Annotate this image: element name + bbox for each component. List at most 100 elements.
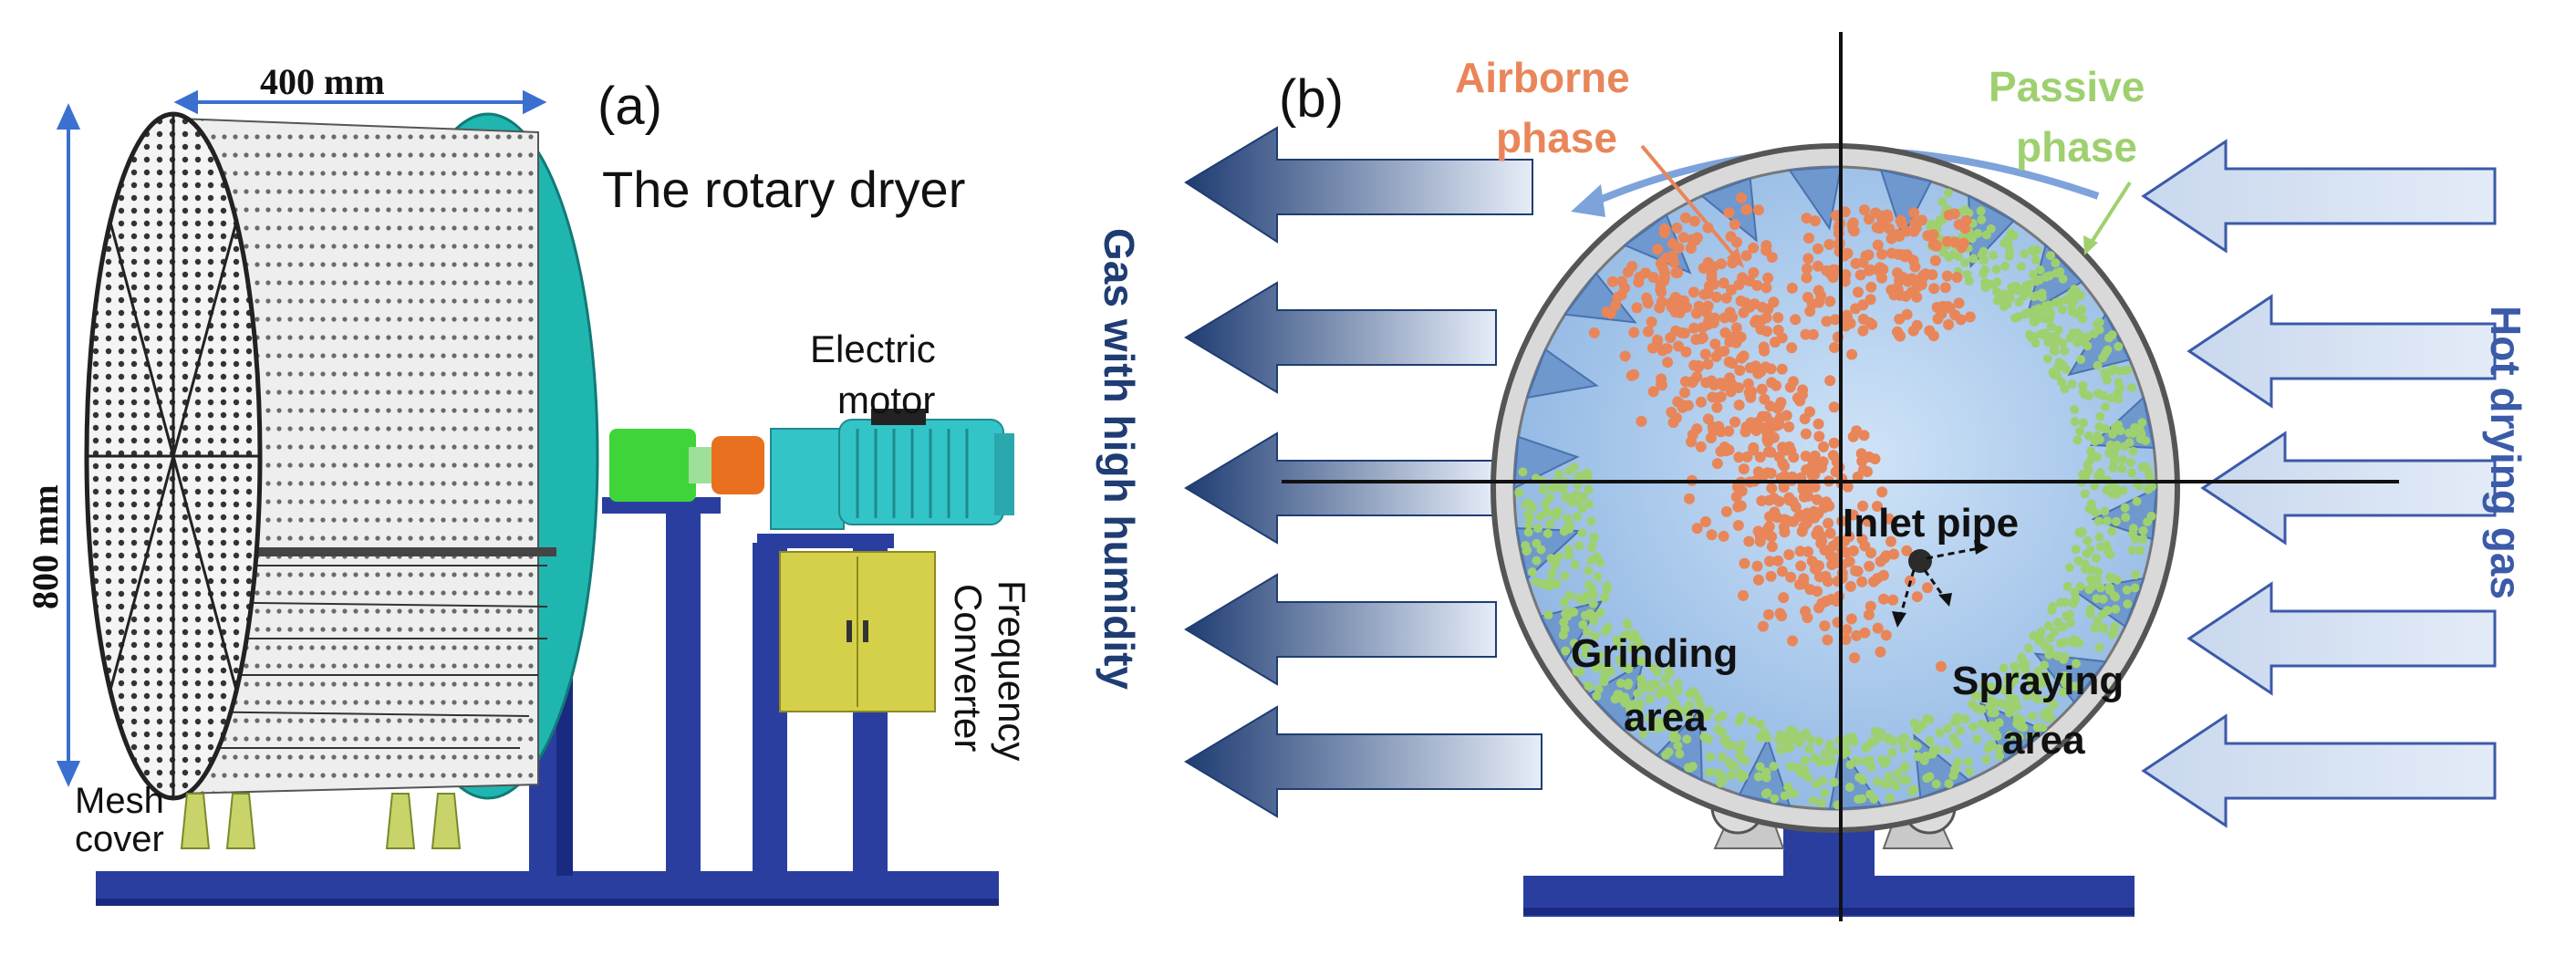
passive-particle — [1574, 473, 1584, 482]
passive-particle — [2041, 695, 2051, 705]
passive-particle — [1769, 762, 1779, 771]
airborne-particle — [1943, 318, 1955, 330]
passive-particle — [2147, 482, 2157, 492]
airborne-particle — [1776, 363, 1788, 375]
airborne-particle — [1892, 230, 1904, 242]
airborne-particle — [1850, 257, 1862, 269]
airborne-particle — [1669, 307, 1681, 318]
airborne-particle — [1756, 383, 1768, 395]
passive-particle — [1564, 524, 1574, 534]
airborne-particle — [1823, 239, 1835, 250]
passive-particle — [1785, 743, 1795, 753]
airborne-particle — [1887, 594, 1899, 606]
airborne-particle — [1840, 269, 1852, 280]
passive-particle — [2045, 271, 2054, 281]
airborne-particle — [1659, 223, 1670, 235]
passive-particle — [1880, 758, 1890, 768]
airborne-particle — [1699, 516, 1711, 527]
airborne-particle — [1641, 292, 1653, 304]
panel-b-illustration — [1184, 32, 2497, 921]
airborne-particle — [1911, 591, 1923, 603]
airborne-particle — [1691, 523, 1703, 535]
airborne-particle — [1670, 325, 1682, 337]
airborne-particle — [1588, 327, 1600, 338]
airborne-particle — [1755, 366, 1767, 378]
foot — [385, 793, 416, 849]
passive-particle — [1589, 532, 1599, 542]
airborne-particle — [1688, 359, 1700, 371]
airborne-particle — [1631, 302, 1643, 314]
passive-particle — [2040, 328, 2050, 338]
passive-particle — [2104, 448, 2114, 458]
passive-particle — [1857, 794, 1867, 804]
airborne-particle — [1794, 546, 1806, 557]
passive-particle — [2085, 608, 2095, 618]
airborne-particle — [1715, 445, 1727, 457]
passive-particle — [2105, 440, 2115, 450]
airborne-particle — [1750, 425, 1762, 436]
airborne-particle — [1652, 244, 1664, 255]
airborne-particle — [1824, 527, 1836, 539]
airborne-particle — [1774, 412, 1786, 424]
passive-particle — [2040, 660, 2049, 670]
passive-particle — [2120, 503, 2130, 513]
airborne-particle — [1744, 275, 1756, 286]
airborne-particle — [1964, 311, 1976, 323]
airborne-particle — [1924, 325, 1936, 337]
airborne-particle — [1765, 570, 1777, 582]
airborne-particle — [1824, 296, 1836, 307]
airborne-particle — [1916, 279, 1927, 290]
passive-particle — [2065, 333, 2075, 343]
airborne-particle — [1761, 240, 1772, 252]
airborne-particle — [1888, 548, 1900, 560]
passive-particle — [2107, 489, 2117, 498]
passive-particle — [2083, 431, 2093, 441]
passive-particle — [1559, 618, 1569, 628]
airborne-particle — [1771, 379, 1781, 391]
passive-particle — [2093, 389, 2103, 399]
passive-particle — [1545, 519, 1555, 529]
passive-particle — [1577, 504, 1587, 514]
airborne-particle — [1822, 634, 1833, 646]
passive-particle — [2120, 442, 2130, 452]
passive-particle — [2080, 489, 2090, 499]
passive-particle — [1954, 252, 1963, 262]
passive-particle — [2043, 621, 2053, 631]
airborne-particle — [1928, 283, 1940, 295]
airborne-particle — [1681, 301, 1693, 313]
passive-particle — [1845, 760, 1855, 770]
airborne-particle — [1656, 373, 1667, 385]
passive-particle — [1854, 773, 1864, 783]
passive-particle — [2122, 585, 2132, 595]
airborne-particle — [1811, 528, 1823, 540]
outlet-arrow — [1184, 705, 1542, 818]
airborne-particle — [1829, 314, 1841, 326]
passive-particle — [1569, 639, 1579, 649]
passive-particle — [1681, 704, 1691, 714]
passive-particle — [1518, 467, 1528, 477]
passive-particle — [2078, 314, 2088, 324]
airborne-particle — [1824, 550, 1836, 562]
airborne-particle — [1702, 358, 1714, 370]
airborne-particle — [1813, 285, 1824, 296]
passive-particle — [1583, 627, 1592, 637]
support-leg — [666, 506, 701, 876]
airborne-particle — [1872, 501, 1883, 512]
passive-particle — [1645, 713, 1655, 723]
passive-particle — [2104, 583, 2114, 593]
passive-particle — [2114, 394, 2124, 404]
passive-particle — [1808, 795, 1818, 805]
airborne-particle — [1718, 277, 1729, 289]
passive-particle — [2056, 639, 2066, 649]
airborne-particle — [1736, 485, 1748, 497]
passive-particle — [2060, 651, 2070, 661]
passive-particle — [1702, 708, 1712, 717]
airborne-particle — [1884, 223, 1896, 234]
passive-particle — [2031, 255, 2041, 265]
passive-particle — [1844, 783, 1854, 792]
airborne-particle — [1864, 294, 1876, 306]
passive-particle — [1514, 488, 1524, 498]
passive-particle — [2128, 429, 2138, 438]
passive-particle — [1688, 687, 1698, 697]
passive-particle — [2094, 532, 2104, 542]
